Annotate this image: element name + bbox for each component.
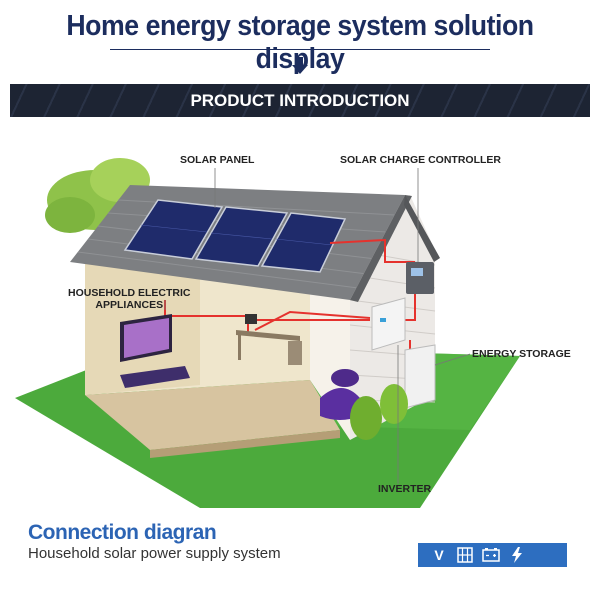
label-household-appliances-line2: APPLIANCES bbox=[95, 299, 164, 311]
armchairs bbox=[320, 369, 360, 420]
energy-storage bbox=[404, 344, 436, 409]
shrubs bbox=[350, 384, 408, 440]
house-illustration bbox=[15, 158, 520, 508]
label-solar-panel: SOLAR PANEL bbox=[180, 154, 255, 166]
down-arrow-icon bbox=[292, 57, 308, 74]
house-floor bbox=[85, 380, 340, 450]
label-household-appliances: HOUSEHOLD ELECTRIC APPLIANCES bbox=[68, 287, 191, 311]
lightning-icon bbox=[512, 547, 522, 563]
label-solar-charge-controller: SOLAR CHARGE CONTROLLER bbox=[340, 154, 501, 166]
bench bbox=[120, 366, 190, 388]
voltage-icon: V bbox=[434, 547, 444, 563]
banner-label: PRODUCT INTRODUCTION bbox=[190, 91, 410, 110]
connection-diagram-title: Connection diagran bbox=[28, 521, 217, 544]
product-introduction-banner: PRODUCT INTRODUCTION bbox=[10, 84, 590, 117]
solar-panels bbox=[123, 199, 347, 273]
solar-charge-controller bbox=[406, 262, 434, 294]
inverter bbox=[371, 297, 406, 351]
title-underline bbox=[110, 49, 490, 50]
desk bbox=[236, 314, 302, 365]
label-energy-storage: ENERGY STORAGE bbox=[472, 348, 571, 360]
feature-icons-badge: V bbox=[418, 543, 567, 567]
connection-diagram-subtitle: Household solar power supply system bbox=[28, 545, 281, 562]
label-inverter: INVERTER bbox=[378, 483, 432, 495]
battery-icon bbox=[482, 548, 500, 562]
television bbox=[120, 314, 172, 362]
label-household-appliances-line1: HOUSEHOLD ELECTRIC bbox=[68, 287, 191, 299]
solar-panel-icon bbox=[457, 547, 473, 563]
